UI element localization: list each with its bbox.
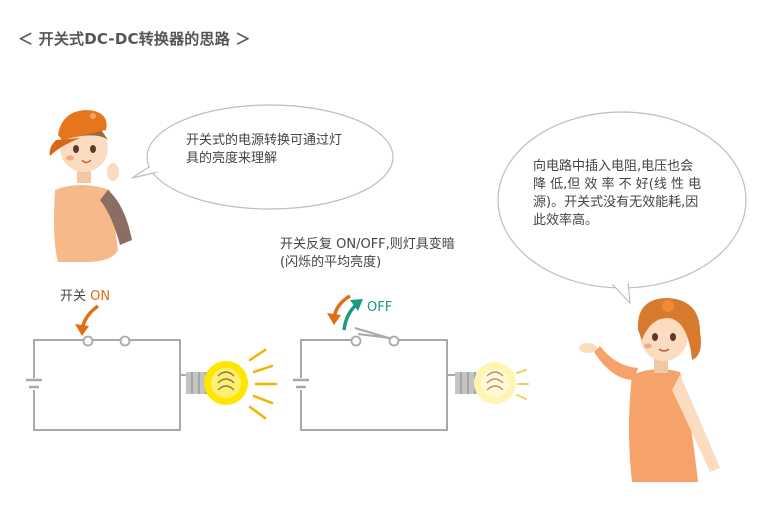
boy-character: [49, 110, 132, 262]
switch-off-label: OFF: [367, 300, 393, 315]
bulb-dim-icon: [455, 362, 516, 404]
page-title: ＜ 开关式DC-DC转换器的思路 ＞: [18, 30, 251, 48]
bubble-right-line: 此效率高。: [533, 213, 599, 228]
arrow-up-icon: [342, 303, 358, 331]
bubble-right-text: 向电路中插入电阻,电压也会 降 低,但 效 率 不 好(线 性 电 源)。开关式…: [533, 158, 723, 230]
bulb-on-icon: [186, 361, 248, 405]
bubble-right-line: 降 低,但 效 率 不 好(线 性 电: [533, 177, 702, 192]
battery-icon: [291, 378, 311, 390]
bubble-right-line: 向电路中插入电阻,电压也会: [533, 159, 694, 174]
bubble-left-text: 开关式的电源转换可通过灯 具的亮度来理解: [186, 132, 371, 168]
light-rays: [248, 348, 278, 420]
speech-bubble-left: [131, 104, 394, 210]
girl-character: [579, 298, 720, 482]
flicker-caption: 开关反复 ON/OFF,则灯具变暗: [280, 237, 455, 252]
flicker-caption-sub: (闪烁的平均亮度): [280, 255, 382, 270]
on-state-text: ON: [90, 289, 111, 304]
wire-left-circuit: [33, 339, 188, 431]
dim-rays: [516, 369, 529, 400]
circuit-flicker: [291, 294, 529, 431]
bubble-left-line: 开关式的电源转换可通过灯: [186, 133, 343, 148]
speech-bubble-right: [497, 111, 747, 305]
bubble-left-line: 具的亮度来理解: [186, 151, 278, 166]
battery-icon: [24, 378, 44, 390]
circuit-on: [24, 304, 278, 431]
switch-label-prefix: 开关: [60, 289, 91, 304]
switch-on-label: 开关 ON: [60, 288, 110, 306]
bubble-right-line: 源)。开关式没有无效能耗,因: [533, 195, 699, 210]
